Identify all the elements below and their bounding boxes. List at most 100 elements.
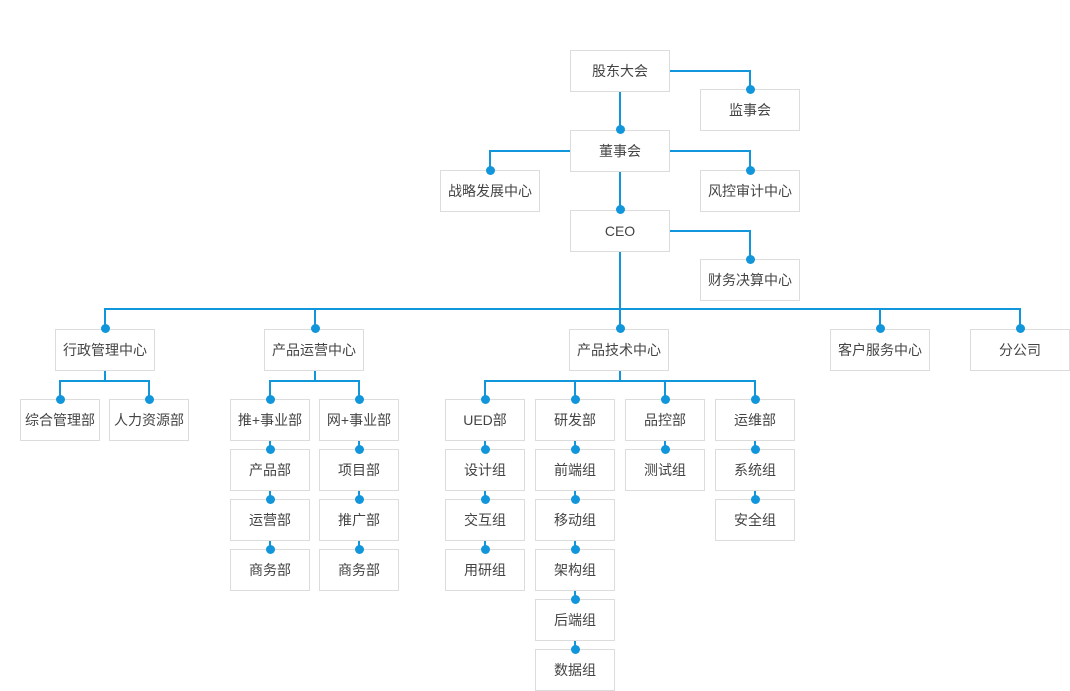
node-label: 商务部	[338, 561, 380, 578]
node-ops-tui-division[interactable]: 推+事业部	[230, 399, 310, 441]
node-product-ops-center[interactable]: 产品运营中心	[264, 329, 364, 371]
node-label: 数据组	[554, 661, 596, 678]
node-label: 前端组	[554, 461, 596, 478]
node-ops-project-dept[interactable]: 项目部	[319, 449, 399, 491]
node-risk-audit-center[interactable]: 风控审计中心	[700, 170, 800, 212]
connector-dot-branch-company	[1016, 324, 1025, 333]
node-tech-ops-dept[interactable]: 运维部	[715, 399, 795, 441]
node-tech-system-group[interactable]: 系统组	[715, 449, 795, 491]
node-label: 设计组	[464, 461, 506, 478]
node-ceo[interactable]: CEO	[570, 210, 670, 252]
connector-tech-ops-drop	[754, 380, 756, 401]
connector-dot-customer-service-center	[876, 324, 885, 333]
node-ops-wang-division[interactable]: 网+事业部	[319, 399, 399, 441]
node-label: 研发部	[554, 411, 596, 428]
node-label: 财务决算中心	[708, 271, 792, 288]
connector-dot-ops-product	[266, 445, 275, 454]
trunk-drop-product-tech	[619, 308, 621, 331]
connector-dot-supervisors	[746, 85, 755, 94]
node-ops-operation-dept[interactable]: 运营部	[230, 499, 310, 541]
node-board[interactable]: 董事会	[570, 130, 670, 172]
node-label: 董事会	[599, 142, 641, 159]
node-tech-test-group[interactable]: 测试组	[625, 449, 705, 491]
connector-tech-rd-drop	[574, 380, 576, 401]
connector-dot-ops-tui	[266, 395, 275, 404]
connector-board-strategy-h	[489, 150, 570, 152]
node-customer-service-center[interactable]: 客户服务中心	[830, 329, 930, 371]
trunk-drop-branch	[1019, 308, 1021, 331]
connector-dot-admin-general	[56, 395, 65, 404]
connector-dot-ops-operation	[266, 495, 275, 504]
node-label: 运营部	[249, 511, 291, 528]
node-tech-data-group[interactable]: 数据组	[535, 649, 615, 691]
node-ops-business-dept-2[interactable]: 商务部	[319, 549, 399, 591]
connector-tech-stem	[619, 371, 621, 382]
node-label: 项目部	[338, 461, 380, 478]
node-strategy-center[interactable]: 战略发展中心	[440, 170, 540, 212]
node-label: 用研组	[464, 561, 506, 578]
trunk-horizontal	[104, 308, 1021, 310]
connector-shareholders-board	[619, 92, 621, 130]
node-finance-center[interactable]: 财务决算中心	[700, 259, 800, 301]
node-label: 安全组	[734, 511, 776, 528]
node-label: 推广部	[338, 511, 380, 528]
connector-dot-tech-security	[751, 495, 760, 504]
node-label: 人力资源部	[114, 411, 184, 428]
node-tech-interaction-group[interactable]: 交互组	[445, 499, 525, 541]
connector-ceo-finance-h	[670, 230, 751, 232]
node-product-tech-center[interactable]: 产品技术中心	[569, 329, 669, 371]
node-supervisors[interactable]: 监事会	[700, 89, 800, 131]
connector-ops-tui-drop	[269, 380, 271, 401]
node-tech-security-group[interactable]: 安全组	[715, 499, 795, 541]
connector-board-risk-v	[749, 150, 751, 172]
node-branch-company[interactable]: 分公司	[970, 329, 1070, 371]
node-label: 行政管理中心	[63, 341, 147, 358]
connector-shareholders-supervisors-h	[670, 70, 750, 72]
connector-ops-bar	[269, 380, 360, 382]
connector-board-strategy-v	[489, 150, 491, 172]
node-label: 产品技术中心	[577, 341, 661, 358]
node-admin-hr-dept[interactable]: 人力资源部	[109, 399, 189, 441]
node-ops-product-dept[interactable]: 产品部	[230, 449, 310, 491]
node-tech-research-group[interactable]: 用研组	[445, 549, 525, 591]
node-tech-mobile-group[interactable]: 移动组	[535, 499, 615, 541]
node-tech-qc-dept[interactable]: 品控部	[625, 399, 705, 441]
node-tech-frontend-group[interactable]: 前端组	[535, 449, 615, 491]
connector-dot-tech-data	[571, 645, 580, 654]
node-admin-center[interactable]: 行政管理中心	[55, 329, 155, 371]
node-shareholders[interactable]: 股东大会	[570, 50, 670, 92]
node-label: 商务部	[249, 561, 291, 578]
node-tech-arch-group[interactable]: 架构组	[535, 549, 615, 591]
node-tech-rd-dept[interactable]: 研发部	[535, 399, 615, 441]
node-label: 股东大会	[592, 62, 648, 79]
connector-dot-tech-rd	[571, 395, 580, 404]
connector-dot-ops-business	[266, 545, 275, 554]
connector-dot-board	[616, 125, 625, 134]
node-tech-backend-group[interactable]: 后端组	[535, 599, 615, 641]
connector-dot-tech-system	[751, 445, 760, 454]
node-tech-design-group[interactable]: 设计组	[445, 449, 525, 491]
connector-board-risk-h	[670, 150, 751, 152]
connector-dot-product-ops-center	[311, 324, 320, 333]
node-label: 测试组	[644, 461, 686, 478]
connector-dot-tech-test	[661, 445, 670, 454]
connector-admin-general-drop	[59, 380, 61, 401]
node-admin-general-dept[interactable]: 综合管理部	[20, 399, 100, 441]
connector-dot-ops-promo	[355, 495, 364, 504]
connector-tech-ued-drop	[484, 380, 486, 401]
connector-dot-tech-design	[481, 445, 490, 454]
node-ops-promo-dept[interactable]: 推广部	[319, 499, 399, 541]
node-ops-business-dept[interactable]: 商务部	[230, 549, 310, 591]
connector-ceo-finance-v	[749, 230, 751, 261]
connector-dot-product-tech-center	[616, 324, 625, 333]
node-label: 产品部	[249, 461, 291, 478]
node-label: 战略发展中心	[448, 182, 532, 199]
node-label: 运维部	[734, 411, 776, 428]
node-label: 品控部	[644, 411, 686, 428]
node-tech-ued-dept[interactable]: UED部	[445, 399, 525, 441]
node-label: 推+事业部	[237, 411, 303, 428]
connector-dot-ops-project	[355, 445, 364, 454]
connector-dot-risk-audit	[746, 166, 755, 175]
connector-shareholders-supervisors-v	[749, 70, 751, 91]
